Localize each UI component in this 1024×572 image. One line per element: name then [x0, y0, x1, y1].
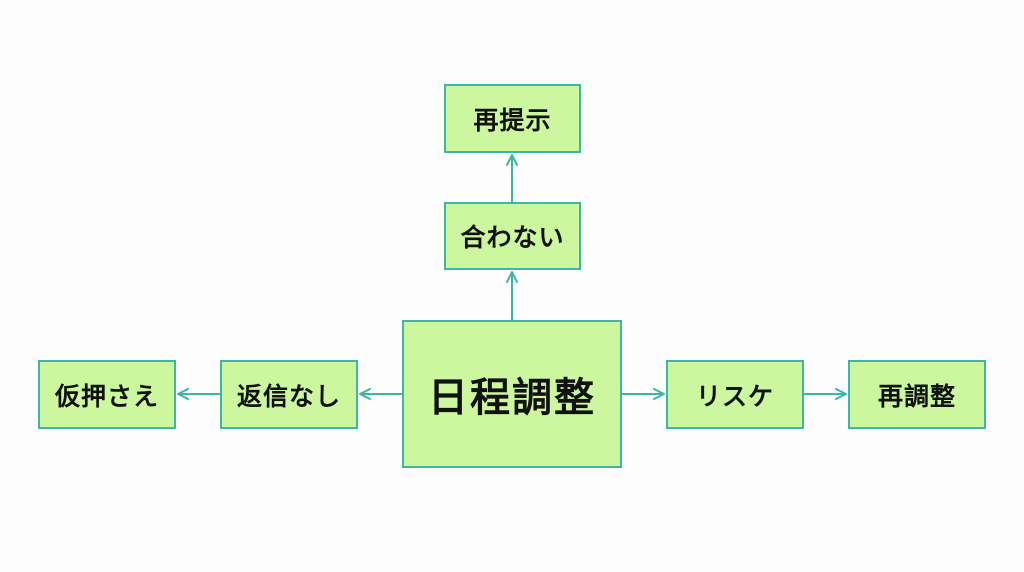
node-re-propose-label: 再提示 — [473, 105, 552, 135]
node-tentative-hold-label: 仮押さえ — [54, 381, 159, 411]
node-scheduling-label: 日程調整 — [428, 375, 596, 421]
node-scheduling: 日程調整 — [402, 320, 622, 468]
node-not-matching-label: 合わない — [460, 223, 565, 252]
node-no-reply-label: 返信なし — [236, 381, 341, 411]
node-re-propose: 再提示 — [444, 84, 581, 153]
node-readjust-label: 再調整 — [877, 381, 956, 411]
node-readjust: 再調整 — [848, 360, 986, 429]
node-not-matching: 合わない — [444, 202, 581, 270]
node-tentative-hold: 仮押さえ — [38, 360, 176, 429]
node-reschedule: リスケ — [666, 360, 804, 429]
node-no-reply: 返信なし — [220, 360, 358, 429]
node-reschedule-label: リスケ — [695, 381, 774, 411]
